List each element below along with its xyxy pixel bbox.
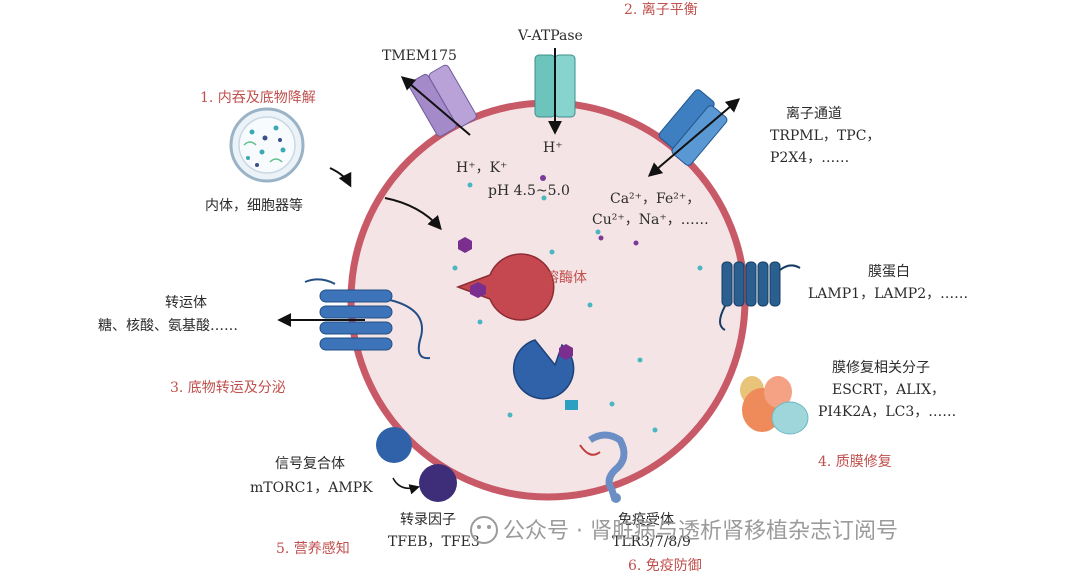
category-3: 3. 底物转运及分泌	[170, 380, 286, 396]
repair-line-2: PI4K2A，LC3，……	[818, 404, 956, 420]
signal-complex	[376, 427, 457, 502]
vatpase-label: V-ATPase	[517, 28, 583, 44]
enzyme-red-icon	[455, 237, 555, 321]
immune-receptor	[579, 431, 628, 503]
membrane-protein-members: LAMP1，LAMP2，……	[808, 286, 968, 302]
membrane-repair-complex	[740, 376, 809, 435]
ion-channel-arrow	[647, 98, 741, 177]
lysosome-label: 溶酶体	[545, 270, 587, 286]
vatpase-ion: H⁺	[543, 140, 563, 156]
tmem175-ions: H⁺，K⁺	[456, 160, 507, 176]
membrane-protein	[719, 261, 801, 331]
category-1: 1. 内吞及底物降解	[200, 90, 316, 106]
ions-line-2: Cu²⁺，Na⁺，……	[592, 212, 709, 228]
signal-complex-members: mTORC1，AMPK	[250, 480, 373, 496]
lumen-dots	[452, 182, 703, 433]
ion-dots	[540, 175, 639, 246]
ion-channel-line-2: P2X4，……	[770, 150, 849, 166]
endocytosis-arrow-1	[329, 167, 352, 188]
repair-line-1: ESCRT，ALIX，	[832, 382, 945, 398]
category-5: 5. 营养感知	[276, 540, 350, 557]
category-4: 4. 质膜修复	[818, 453, 892, 470]
tmem175-channel	[400, 64, 477, 137]
transporter-substrates: 糖、核酸、氨基酸……	[98, 317, 238, 334]
ion-channel-line-1: TRPML，TPC，	[770, 128, 880, 144]
ion-channel-title: 离子通道	[786, 105, 842, 122]
transporter	[277, 278, 431, 360]
ion-channel	[647, 89, 741, 177]
membrane-protein-title: 膜蛋白	[868, 264, 910, 280]
category-2: 2. 离子平衡	[624, 1, 698, 18]
category-6: 6. 免疫防御	[628, 558, 702, 574]
tmem175-arrow	[400, 76, 471, 136]
signal-complex-title: 信号复合体	[275, 455, 345, 472]
immune-receptor-members: TLR3/7/8/9	[612, 534, 691, 550]
ph-label: pH 4.5~5.0	[488, 183, 570, 199]
watermark: 公众号 · 肾脏病与透析肾移植杂志订阅号	[470, 516, 898, 544]
enzyme-blue-icon	[512, 339, 578, 410]
immune-receptor-title: 免疫受体	[618, 512, 674, 528]
endosome-label: 内体，细胞器等	[205, 197, 303, 214]
tmem175-label: TMEM175	[382, 48, 457, 64]
vatpase-channel	[534, 48, 576, 135]
watermark-text: 公众号 · 肾脏病与透析肾移植杂志订阅号	[503, 519, 898, 544]
endocytosis-vesicle-icon	[229, 107, 305, 183]
endocytosis-arrow-2	[384, 197, 442, 231]
transporter-title: 转运体	[165, 295, 207, 311]
tf-members: TFEB，TFE3	[388, 534, 480, 550]
tf-title: 转录因子	[400, 512, 456, 528]
repair-title: 膜修复相关分子	[832, 359, 930, 376]
ions-line-1: Ca²⁺，Fe²⁺，	[610, 191, 700, 207]
